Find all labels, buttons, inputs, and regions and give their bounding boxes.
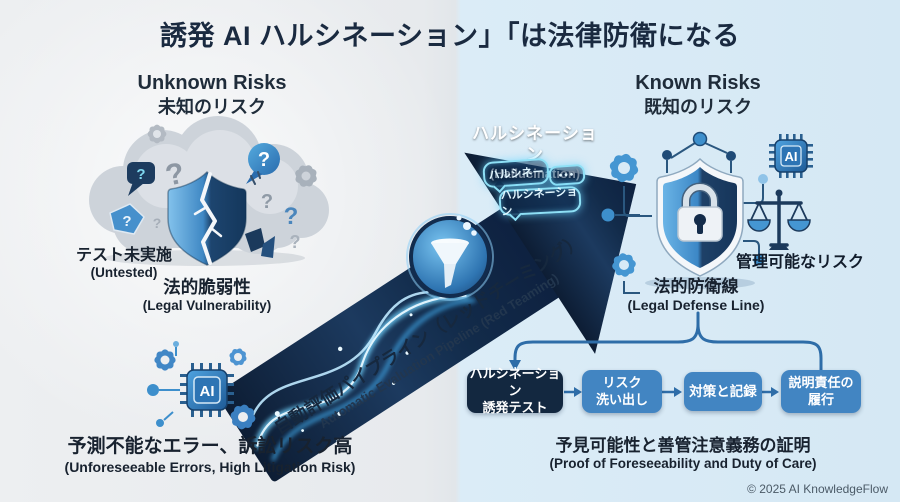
copyright-notice: © 2025 AI KnowledgeFlow [747, 482, 888, 496]
gear-hole [238, 412, 248, 422]
bracket-left [513, 322, 700, 363]
arrowhead-right-icon [771, 387, 779, 397]
torn-paper-icon: ? [109, 203, 145, 235]
proof-en: (Proof of Foreseeability and Duty of Car… [549, 456, 817, 472]
unknown-risks-heading: Unknown Risks 未知のリスク [117, 70, 307, 119]
chip-pins [180, 363, 234, 417]
badge-halo [406, 213, 494, 301]
flow-step-hallucination-induction-test: ハルシネーション 誘発テスト [467, 366, 563, 415]
gear-hole [618, 162, 630, 174]
question-mark-icon: ? [153, 215, 162, 231]
keyhole [694, 214, 706, 226]
flow-step-text: リスク [602, 374, 642, 390]
flow-step-text: 履行 [807, 391, 834, 407]
defense-en: (Legal Defense Line) [627, 297, 765, 314]
proof-label: 予見可能性と善管注意義務の証明 (Proof of Foreseeability… [518, 436, 848, 473]
page-title: 誘発 AI ハルシネーション」「は法律防衛になる [160, 21, 740, 51]
question-mark-icon: ? [136, 166, 145, 183]
unknown-risks-illustration: ? ? ? ? ? ? ? ? [89, 116, 329, 266]
flow-step-text: 誘発テスト [482, 399, 548, 415]
gear-hole [301, 171, 311, 181]
known-risks-heading: Known Risks 既知のリスク [603, 70, 793, 119]
shield-lock-icon [656, 157, 744, 277]
unknown-risks-heading-en: Unknown Risks [137, 72, 287, 94]
dark-shards [245, 228, 275, 258]
arrowhead-down-icon [509, 360, 521, 371]
scales-of-justice-icon [747, 189, 811, 250]
sparkles [274, 313, 413, 443]
known-risks-heading-jp: 既知のリスク [644, 97, 752, 117]
vulnerability-en: (Legal Vulnerability) [142, 298, 272, 313]
ai-chip-label: AI [785, 149, 798, 164]
question-speech-bubble-dark: ? [127, 162, 155, 196]
broken-shield-icon [167, 170, 261, 266]
gear-hole [619, 260, 629, 270]
question-mark-icon: ? [284, 203, 299, 230]
network-nodes-icon [662, 131, 736, 173]
arrowhead-right-icon [574, 387, 582, 397]
untested-label: テスト未実施 (Untested) [54, 246, 194, 281]
untested-jp: テスト未実施 [75, 247, 172, 264]
flow-step-countermeasures-and-records: 対策と記録 [684, 372, 762, 411]
legal-vulnerability-label: 法的脆弱性 (Legal Vulnerability) [122, 277, 292, 314]
circuit-traces [601, 174, 768, 294]
flow-connectors [509, 311, 823, 397]
bubble-dots: ••• [558, 168, 576, 182]
shield-shadow [645, 277, 755, 289]
untested-en: (Untested) [90, 265, 158, 281]
ai-chip-icon: AI [769, 134, 813, 178]
arrowhead-right-icon [674, 387, 682, 397]
known-risks-heading-en: Known Risks [635, 72, 761, 94]
flow-step-text: 説明責任の [788, 374, 854, 390]
manageable-risk-label: 管理可能なリスク [735, 254, 864, 271]
bracket-right [696, 322, 823, 372]
legal-defense-line-label: 法的防衛線 (Legal Defense Line) [611, 277, 781, 314]
flow-step-text: 対策と記録 [689, 383, 757, 399]
ai-chip-illustration: AI [147, 341, 260, 434]
question-mark-icon: ? [261, 191, 273, 213]
flow-step-accountability: 説明責任の 履行 [781, 370, 861, 413]
shield-crack [200, 172, 217, 265]
filter-funnel-icon [406, 213, 494, 301]
hallucination-chat-bubble: ハルシネー [482, 157, 550, 189]
unknown-risks-heading-jp: 未知のリスク [158, 97, 266, 117]
question-mark-icon: ? [258, 149, 270, 171]
circuit-dots [147, 341, 180, 427]
gear-hole [160, 355, 170, 365]
proof-jp: 予見可能性と善管注意義務の証明 [555, 436, 811, 455]
question-mark-icon: ? [290, 232, 301, 252]
bubble-text: ハルシネー [488, 166, 544, 182]
flow-step-text: 洗い出し [595, 391, 648, 407]
chip-core [193, 376, 221, 404]
unforeseeable-errors-label: 予測不能なエラー、訴訟リスク高 (Unforeseeable Errors, H… [30, 436, 390, 476]
errors-jp: 予測不能なエラー、訴訟リスク高 [67, 436, 353, 457]
funnel-glyph [431, 215, 477, 288]
vulnerability-jp: 法的脆弱性 [163, 277, 251, 297]
gear-hole [234, 353, 242, 361]
defense-jp: 法的防衛線 [653, 277, 739, 296]
hallucination-chat-bubble: ハルシネーション [498, 185, 582, 219]
question-bubble-blue: ? [246, 143, 280, 184]
errors-en: (Unforeseeable Errors, High Litigation R… [64, 458, 356, 475]
question-mark-icon: ? [122, 213, 131, 230]
keyhole-slot [697, 222, 703, 234]
gear-hole [153, 130, 161, 138]
flow-step-risk-identification: リスク 洗い出し [582, 370, 662, 413]
plasma-energy [251, 290, 476, 462]
flow-step-text: ハルシネーション [469, 366, 561, 399]
bubble-text: ハルシネーション [500, 186, 578, 219]
known-risks-illustration: AI [601, 131, 813, 294]
ai-chip-label: AI [200, 383, 215, 400]
